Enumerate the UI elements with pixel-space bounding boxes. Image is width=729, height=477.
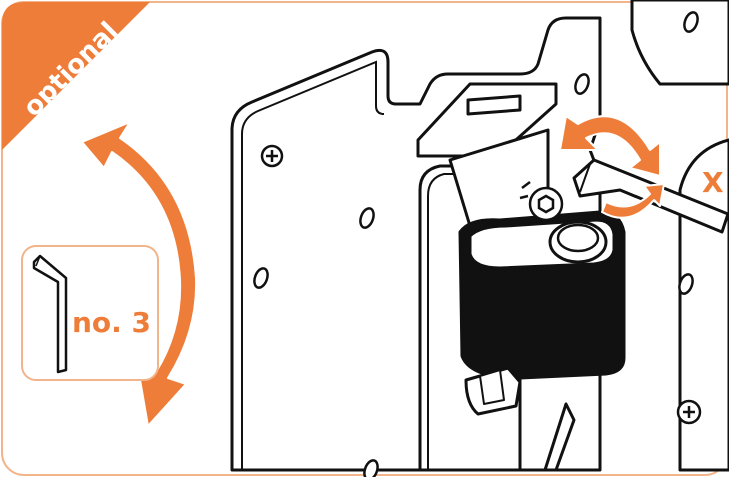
callout-x-label: X xyxy=(702,166,724,199)
tool-size-label: no. 3 xyxy=(72,306,151,339)
pivot-housing xyxy=(460,212,624,378)
